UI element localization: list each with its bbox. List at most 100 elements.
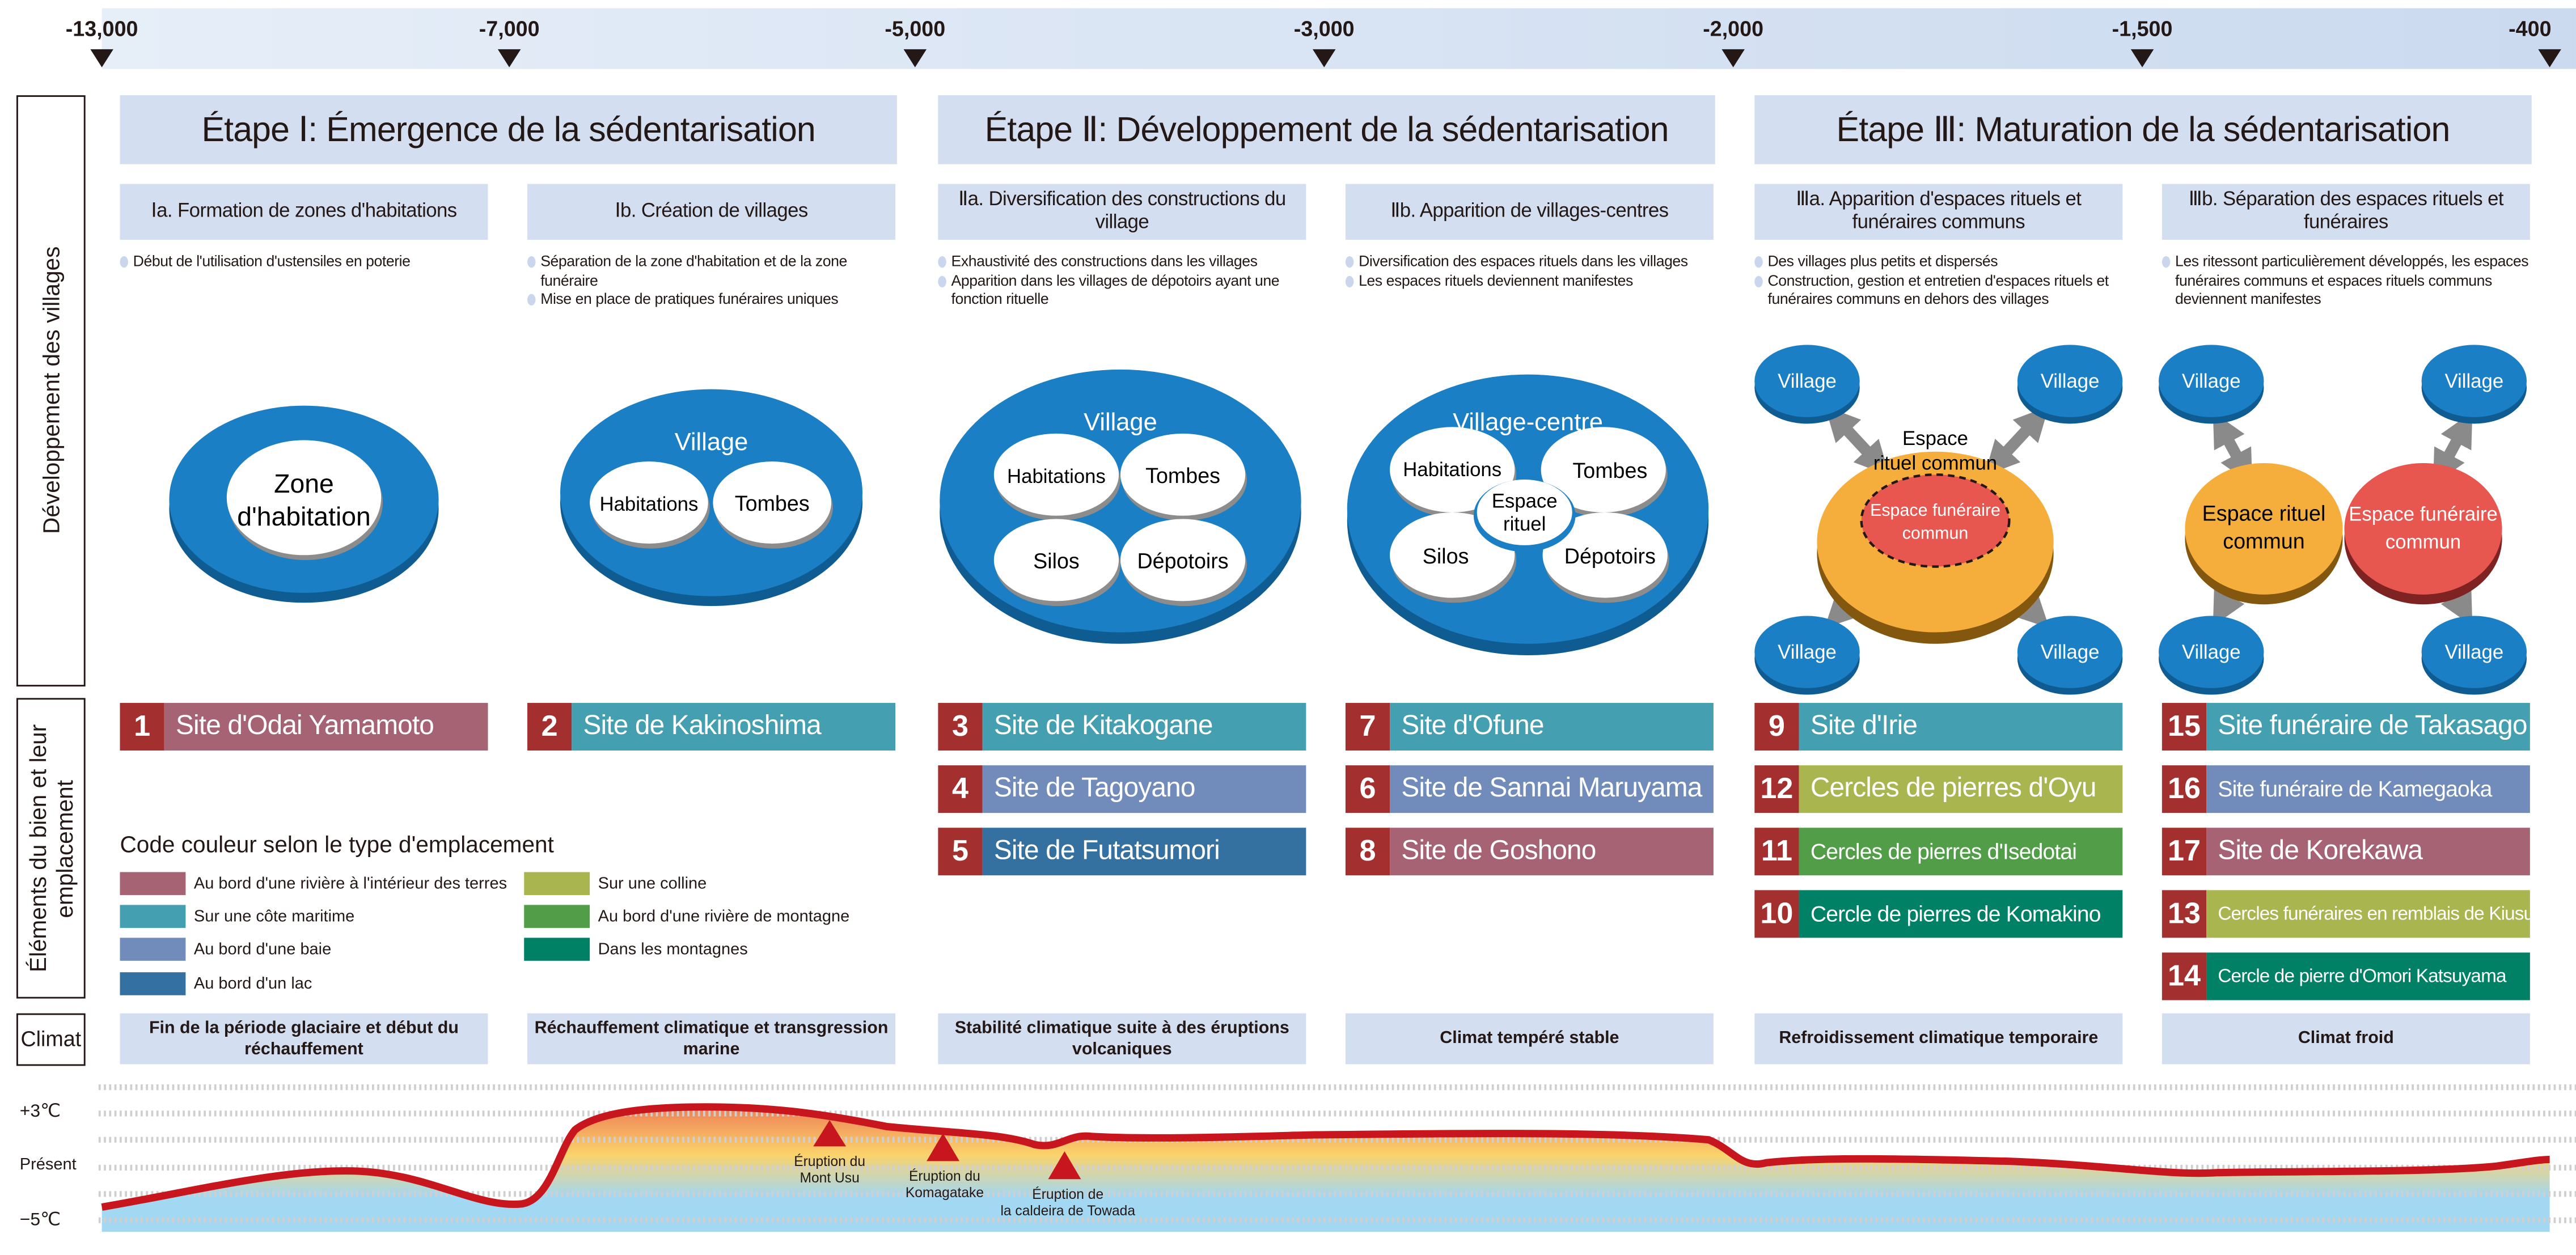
village-node: Village [2017, 616, 2123, 695]
site-number: 2 [527, 703, 572, 751]
ritual-space-label: Espace rituel [2202, 501, 2326, 525]
climate-header: Réchauffement climatique et transgressio… [527, 1013, 896, 1065]
side-label-climate: Climat [16, 1013, 86, 1066]
stage-header-3: Étape Ⅲ: Maturation de la sédentarisatio… [1754, 95, 2532, 164]
svg-text:Village: Village [2182, 371, 2241, 392]
volcano-icon [813, 1120, 847, 1147]
common-ritual-label: rituel commun [1873, 453, 1997, 474]
bullet-item: Construction, gestion et entretien d'esp… [1754, 272, 2126, 310]
phase-header: Ⅱb. Apparition de villages-centres [1345, 184, 1714, 240]
temperature-curve [101, 1103, 2550, 1211]
site-number: 9 [1754, 703, 1799, 751]
legend-label: Au bord d'une rivière à l'intérieur des … [193, 874, 507, 893]
diagram-village: Village Habitations Tombes [560, 389, 863, 607]
funeral-space-label: commun [2385, 532, 2461, 553]
bullet-item: Mise en place de pratiques funéraires un… [527, 291, 899, 309]
legend-label: Au bord d'un lac [193, 974, 312, 993]
diagram-common-ritual-space: Espace rituel commun Espace funéraire co… [1817, 406, 2054, 644]
site-number: 13 [2162, 890, 2207, 938]
site-number: 7 [1345, 703, 1390, 751]
site-number: 3 [938, 703, 983, 751]
eruption-label: Éruption du [909, 1169, 980, 1184]
habitations-label: Habitations [1007, 466, 1106, 487]
legend-swatch [120, 972, 186, 995]
legend-label: Sur une côte maritime [193, 907, 355, 926]
eruption-label: Éruption du [794, 1154, 865, 1169]
diagram-village-centre: Village-centre Habitations Tombes Silos … [1347, 374, 1709, 656]
site-name: Site d'Ofune [1390, 703, 1714, 751]
site-name: Cercles de pierres d'Isedotai [1799, 828, 2123, 876]
site-number: 4 [938, 765, 983, 813]
legend-label: Sur une colline [598, 874, 707, 893]
bullet-item: Diversification des espaces rituels dans… [1345, 253, 1717, 272]
site-number: 15 [2162, 703, 2207, 751]
stage-header-2: Étape Ⅱ: Développement de la sédentarisa… [938, 95, 1715, 164]
phase-bullets: Séparation de la zone d'habitation et de… [527, 253, 899, 309]
climate-header: Stabilité climatique suite à des éruptio… [938, 1013, 1306, 1065]
site-name: Site de Kitakogane [982, 703, 1306, 751]
site-name: Site de Goshono [1390, 828, 1714, 876]
diagram-separated-spaces: Espace rituel commun Espace funéraire co… [2185, 412, 2502, 626]
tombes-label: Tombes [1572, 459, 1647, 482]
zone-label: d'habitation [237, 502, 371, 531]
common-ritual-label: Espace [1902, 428, 1968, 450]
depotoirs-label: Dépotoirs [1564, 544, 1656, 568]
legend-label: Au bord d'une rivière de montagne [598, 907, 850, 926]
village-node: Village [2159, 616, 2264, 695]
habitations-label: Habitations [1403, 459, 1501, 481]
tick-marker-icon [2538, 49, 2561, 67]
village-node: Village [2159, 345, 2264, 424]
legend-swatch [524, 905, 590, 928]
legend-item: Au bord d'une rivière de montagne [524, 905, 849, 928]
legend-swatch [120, 872, 186, 896]
village-node: Village [2421, 616, 2527, 695]
site-name: Site de Sannai Maruyama [1390, 765, 1714, 813]
zone-label: Zone [274, 469, 334, 498]
tick-label: -400 [2509, 16, 2552, 41]
legend-item: Au bord d'une baie [120, 938, 332, 961]
climate-header: Climat tempéré stable [1345, 1013, 1714, 1065]
phase-header: Ⅰb. Création de villages [527, 184, 896, 240]
site-name: Site funéraire de Kamegaoka [2206, 765, 2530, 813]
volcano-icon [1048, 1151, 1081, 1180]
legend-label: Au bord d'une baie [193, 940, 332, 959]
legend-swatch [120, 905, 186, 928]
phase-bullets: Début de l'utilisation d'ustensiles en p… [120, 253, 492, 272]
tick-label: -1,500 [2112, 16, 2173, 41]
bullet-item: Les ritessont particulièrement développé… [2162, 253, 2533, 309]
legend-item: Sur une côte maritime [120, 905, 355, 928]
svg-text:Village: Village [2444, 371, 2503, 392]
common-funeral-label: Espace funéraire [1870, 501, 2000, 520]
legend-item: Sur une colline [524, 872, 707, 896]
svg-text:Village: Village [1778, 371, 1837, 392]
village-node: Village [2421, 345, 2527, 424]
phase-bullets: Les ritessont particulièrement développé… [2162, 253, 2533, 309]
legend-item: Au bord d'un lac [120, 972, 312, 995]
volcano-icon [927, 1133, 960, 1161]
site-name: Cercles funéraires en remblais de Kiusu [2206, 890, 2530, 938]
site-name: Site funéraire de Takasago [2206, 703, 2530, 751]
village-node: Village [1754, 616, 1860, 695]
legend-item: Dans les montagnes [524, 938, 748, 961]
tick-marker-icon [90, 49, 113, 67]
village-node: Village [1754, 345, 1860, 424]
espace-label: Espace [1492, 490, 1558, 512]
bullet-item: Séparation de la zone d'habitation et de… [527, 253, 899, 291]
tick-marker-icon [1721, 49, 1745, 67]
phase-header: Ⅲa. Apparition d'espaces rituels et funé… [1754, 184, 2123, 240]
y-label-high: +3℃ [19, 1102, 61, 1122]
